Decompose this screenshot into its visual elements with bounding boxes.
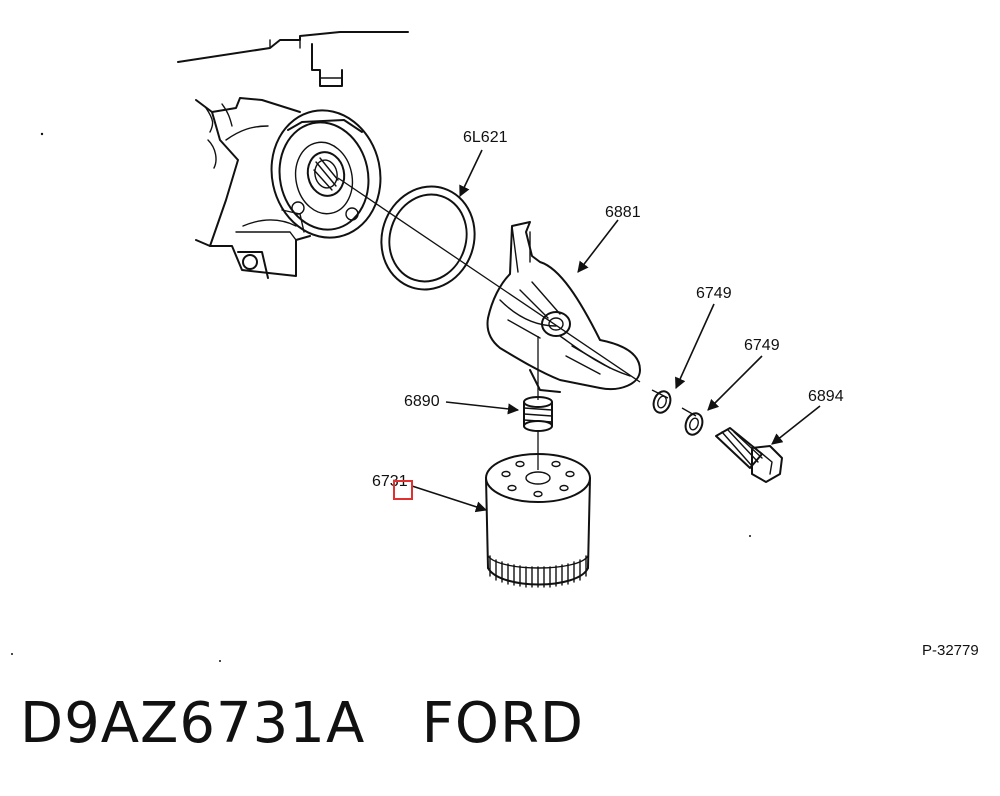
bolt-drawing [715, 427, 783, 483]
leader-lines [411, 149, 821, 513]
brand-name: FORD [421, 691, 584, 756]
gasket-ring-drawing [380, 185, 476, 291]
scan-specks [11, 132, 751, 662]
callout-filter: 6731 [372, 473, 408, 490]
part-number: D9AZ6731A [20, 691, 366, 756]
oil-filter-exploded-diagram: 6L621 6881 6749 6749 6894 6890 6731 P-32… [11, 31, 979, 662]
oil-filter-drawing [485, 453, 591, 588]
callout-connector: 6890 [404, 393, 440, 410]
washer-lower-drawing [684, 412, 704, 436]
washer-upper-drawing [652, 390, 672, 414]
callout-bolt: 6894 [808, 388, 844, 405]
figure-reference: P-32779 [922, 642, 979, 659]
filter-adapter-drawing [486, 221, 641, 393]
callout-gasket: 6L621 [463, 129, 508, 146]
callout-washer-lower: 6749 [744, 337, 780, 354]
part-caption: D9AZ6731A FORD [20, 696, 584, 752]
connector-stud-drawing [523, 396, 553, 432]
assembly-centerline [337, 177, 697, 470]
callout-washer-upper: 6749 [696, 285, 732, 302]
selection-highlight-box[interactable] [393, 480, 413, 500]
callout-adapter: 6881 [605, 204, 641, 221]
engine-block-drawing [177, 31, 409, 279]
